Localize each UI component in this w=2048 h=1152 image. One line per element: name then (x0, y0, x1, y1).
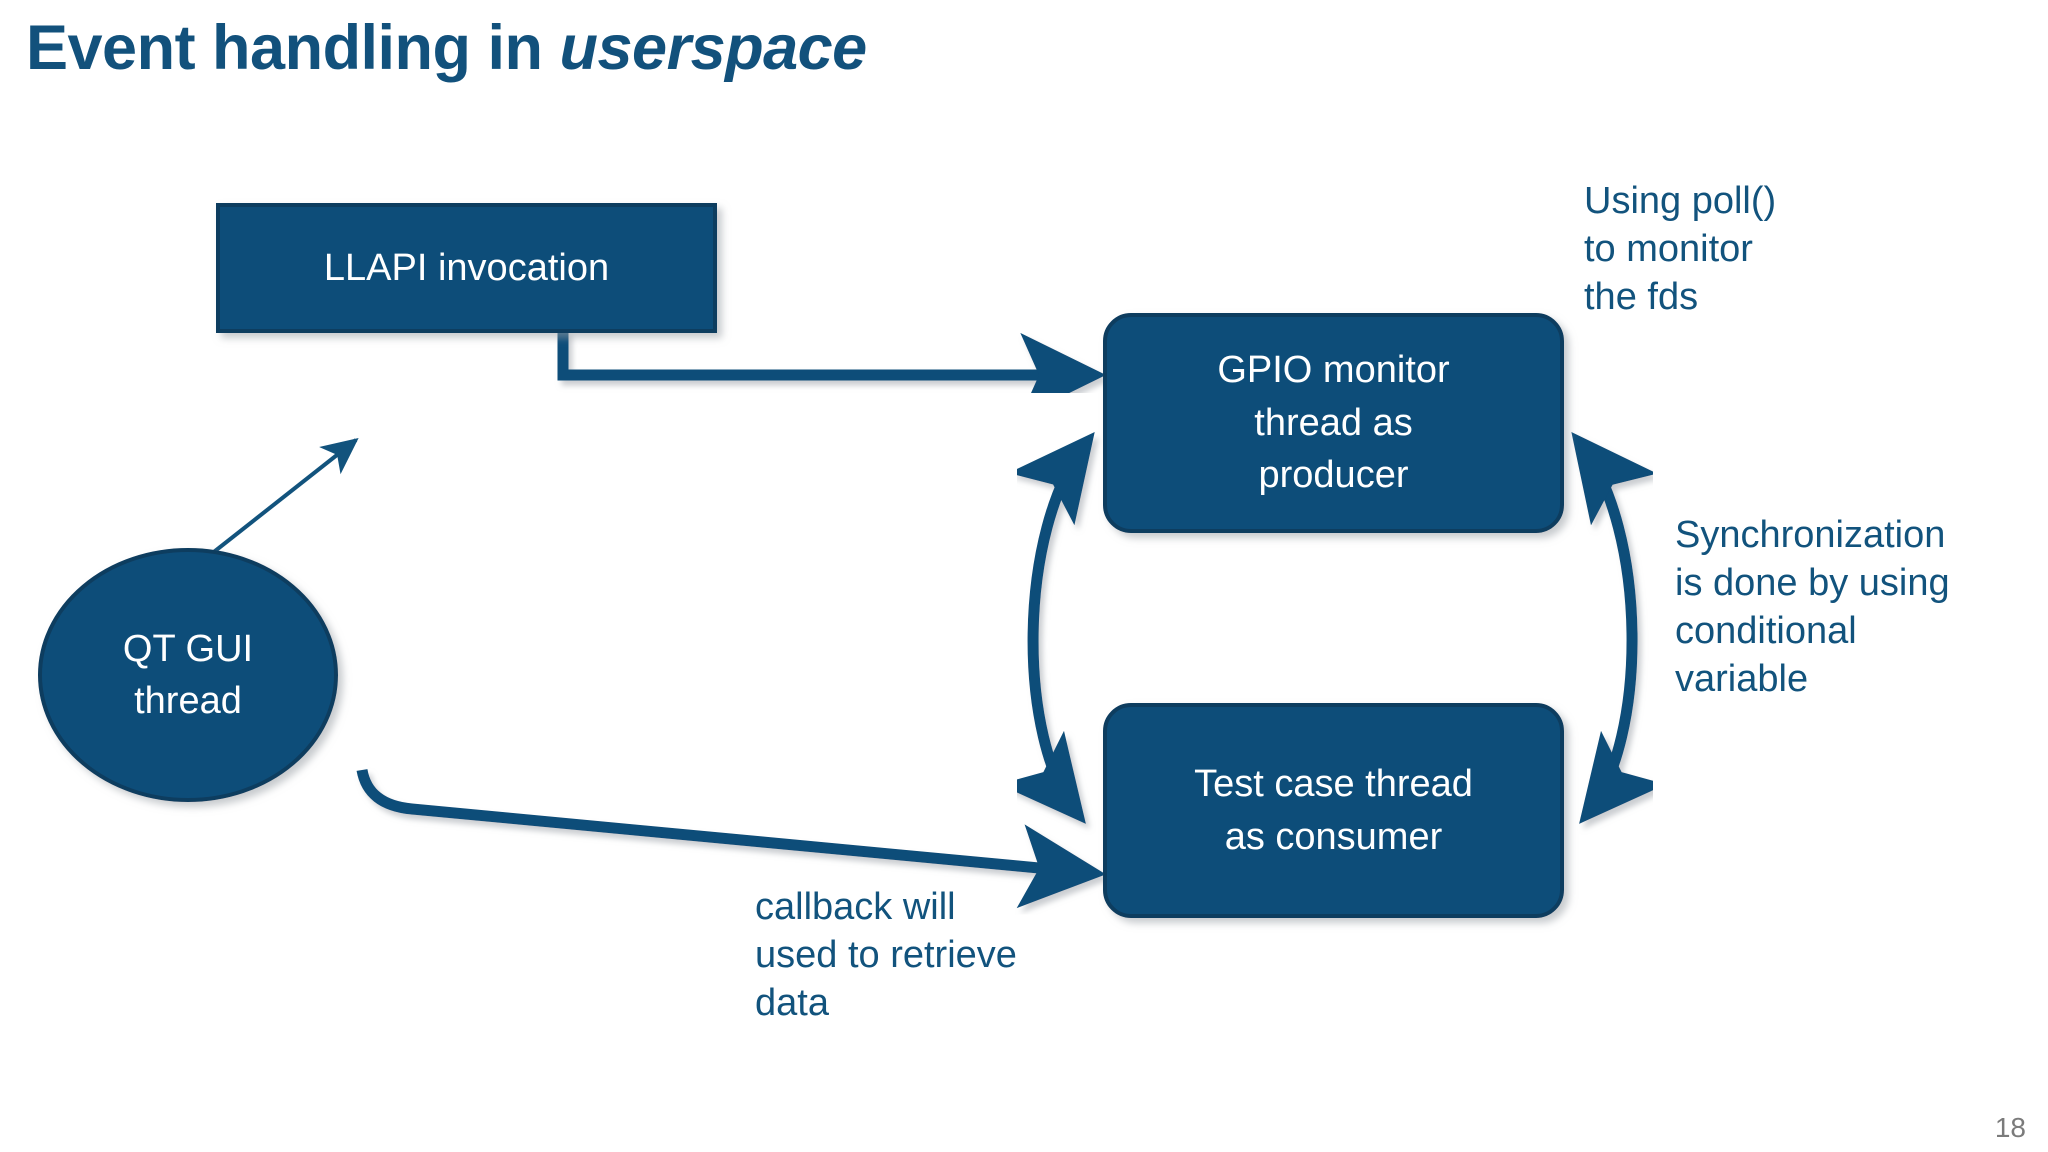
connector-llapi-to-gpio (557, 330, 1107, 418)
annotation-synchronization: Synchronization is done by using conditi… (1675, 514, 1950, 700)
node-qt-gui-thread[interactable] (38, 548, 338, 802)
annotation-callback: callback will used to retrieve data (755, 886, 1017, 1024)
connector-gpio-testcase-left (999, 432, 1095, 824)
page-title: Event handling in userspace (26, 12, 867, 84)
connector-gpio-testcase-right (1571, 431, 1666, 824)
node-gpio-monitor[interactable] (1103, 313, 1564, 533)
page-title-emphasis: userspace (559, 13, 868, 83)
connector-qtgui-to-llapi (194, 437, 359, 568)
page-title-plain: Event handling in (26, 13, 560, 83)
page-number: 18 (1994, 1112, 2026, 1143)
annotation-using-poll: Using poll() to monitor the fds (1584, 180, 1777, 318)
node-llapi-invocation[interactable] (216, 203, 717, 333)
connector-llapi-to-testcase (356, 768, 1106, 909)
node-test-case-thread[interactable] (1103, 703, 1564, 918)
